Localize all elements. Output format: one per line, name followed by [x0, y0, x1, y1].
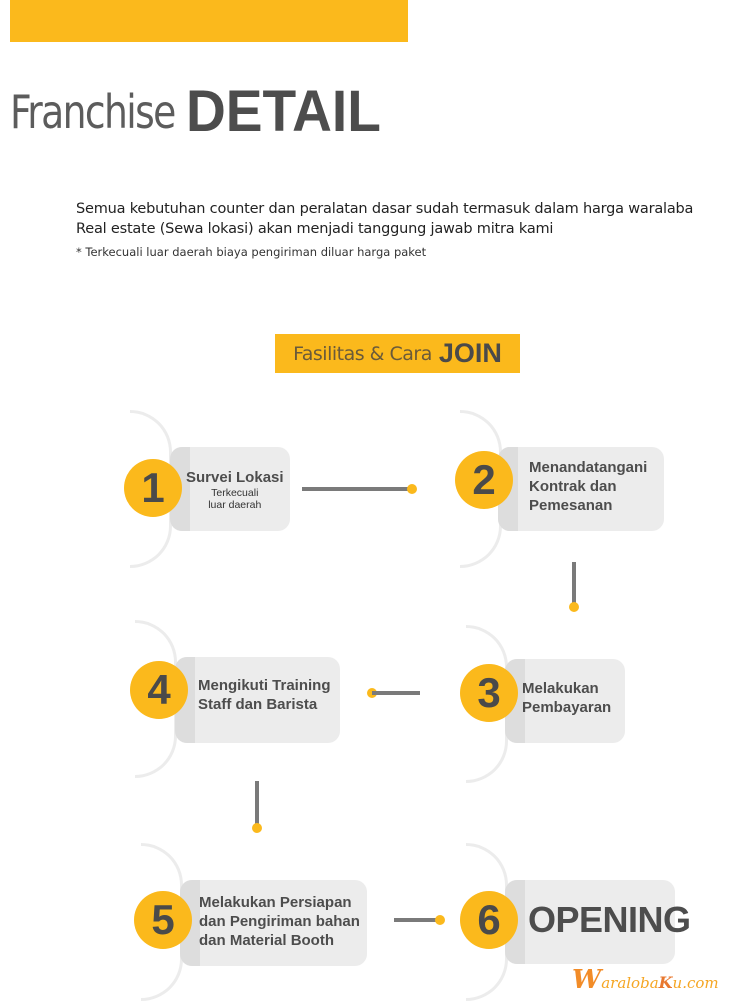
step-3-line-2: Pembayaran	[522, 699, 612, 716]
step-1-label: Survei Lokasi Terkecuali luar daerah	[186, 468, 284, 511]
step-4-label: Mengikuti Training Staff dan Barista	[198, 676, 331, 714]
intro-line-1: Semua kebutuhan counter dan peralatan da…	[76, 201, 694, 217]
top-accent-bar	[10, 0, 408, 42]
step-2-line-1: Menandatangani	[529, 459, 648, 476]
logo-w: W	[572, 965, 602, 995]
step-1-number: 1	[141, 464, 165, 511]
connector-1-2-dot	[407, 484, 417, 494]
connector-3-4-line	[372, 691, 420, 695]
connector-5-6-dot	[435, 915, 445, 925]
step-4-number-badge: 4	[130, 661, 188, 719]
step-6-number-badge: 6	[460, 891, 518, 949]
step-3-number-badge: 3	[460, 664, 518, 722]
step-1-card	[170, 447, 290, 531]
step-6-card	[505, 880, 675, 964]
connector-4-5-dot	[252, 823, 262, 833]
connector-4-5-line	[255, 781, 259, 827]
intro-note: * Terkecuali luar daerah biaya pengirima…	[76, 245, 427, 259]
step-3-line-1: Melakukan	[522, 680, 599, 697]
intro-line-2: Real estate (Sewa lokasi) akan menjadi t…	[76, 221, 554, 237]
logo-k: K	[658, 973, 673, 992]
connector-2-3-dot	[569, 602, 579, 612]
logo-end: u.com	[672, 974, 719, 992]
step-6-label: OPENING	[528, 899, 691, 940]
step-2-number-badge: 2	[455, 451, 513, 509]
step-4-line-2: Staff dan Barista	[198, 696, 318, 713]
title-light: Franchise	[10, 85, 176, 139]
step-5-line-2: dan Pengiriman bahan	[199, 913, 360, 930]
step-5-line-1: Melakukan Persiapan	[199, 894, 352, 911]
step-5-number: 5	[151, 896, 175, 943]
step-1-sub-2: luar daerah	[208, 499, 262, 511]
step-2-line-2: Kontrak dan	[529, 478, 617, 495]
join-banner-light: Fasilitas & Cara	[293, 342, 432, 365]
logo-mid: araloba	[601, 974, 659, 992]
step-4-number: 4	[147, 666, 171, 713]
step-6-number: 6	[477, 896, 501, 943]
step-3-label: Melakukan Pembayaran	[522, 679, 611, 717]
step-3-number: 3	[477, 669, 501, 716]
step-4-card	[175, 657, 340, 743]
step-5-number-badge: 5	[134, 891, 192, 949]
join-banner-bold: JOIN	[438, 338, 502, 368]
step-5-line-3: dan Material Booth	[199, 932, 335, 949]
step-4-line-1: Mengikuti Training	[198, 677, 331, 694]
step-2-line-3: Pemesanan	[529, 497, 613, 514]
step-1-sub-1: Terkecuali	[211, 487, 259, 499]
join-banner: Fasilitas & Cara JOIN	[275, 334, 520, 373]
intro-text: Semua kebutuhan counter dan peralatan da…	[76, 199, 736, 259]
step-5-label: Melakukan Persiapan dan Pengiriman bahan…	[199, 893, 360, 950]
step-1-title: Survei Lokasi	[186, 469, 284, 486]
connector-5-6-line	[394, 918, 439, 922]
connector-1-2-line	[302, 487, 414, 491]
step-2-number: 2	[472, 456, 496, 503]
waralabaku-logo: WaralobaKu.com	[572, 965, 719, 995]
step-2-label: Menandatangani Kontrak dan Pemesanan	[529, 458, 647, 515]
connector-2-3-line	[572, 562, 576, 608]
step-1-number-badge: 1	[124, 459, 182, 517]
title-bold: DETAIL	[186, 79, 381, 144]
step-2-card	[498, 447, 664, 531]
